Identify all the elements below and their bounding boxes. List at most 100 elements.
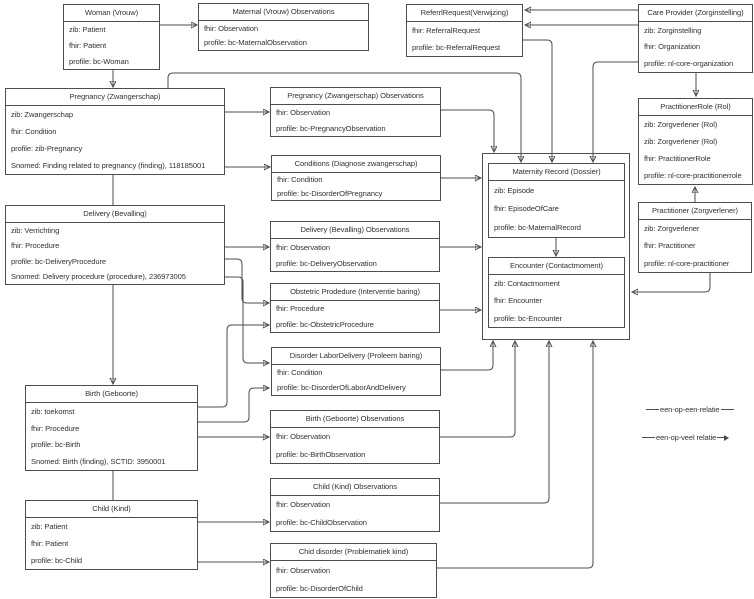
- node-woman: Woman (Vrouw) zib: Patient fhir: Patient…: [63, 4, 160, 70]
- edge-practitioner-encounter: [632, 273, 711, 292]
- node-line: zib: Zorgverlener (Rol): [644, 120, 718, 129]
- node-practitioner: Practitioner (Zorgverlener) zib: Zorgver…: [638, 202, 752, 273]
- edge-pregnancy-obs-maternity-record: [441, 109, 494, 152]
- node-line: fhir: Observation: [204, 23, 259, 33]
- node-line: fhir: Patient: [69, 40, 107, 50]
- node-title: Care Provider (Zorginstelling): [639, 5, 752, 22]
- node-line: fhir: EpisodeOfCare: [494, 204, 559, 214]
- node-line: profile: bc-ObstetricProcedure: [276, 319, 374, 329]
- node-line: fhir: Condition: [277, 175, 323, 185]
- maternity-record-container: [482, 153, 630, 340]
- node-line: profile: bc-MaternalObservation: [204, 38, 307, 48]
- node-line: fhir: Practitioner: [644, 241, 696, 251]
- legend-one-to-one-label: een-op-een-relatie: [660, 405, 720, 414]
- node-delivery: Delivery (Bevalling) zib: Verrichting fh…: [5, 205, 225, 285]
- node-line: fhir: Patient: [31, 539, 69, 548]
- edge-delivery-obstetric-procedure: [225, 258, 269, 303]
- node-birth: Birth (Geboorte) zib: toekomst fhir: Pro…: [25, 385, 198, 471]
- node-line: Snomed: Birth (finding), SCTID: 3950001: [31, 457, 166, 467]
- node-line: fhir: Observation: [276, 500, 331, 510]
- node-line: profile: bc-DeliveryProcedure: [11, 256, 107, 266]
- node-practitioner-role: PractitionerRole (Rol) zib: Zorgverlener…: [638, 98, 753, 185]
- node-title: ReferrlRequest(Verwijzing): [407, 5, 522, 22]
- node-line: fhir: Encounter: [494, 296, 542, 306]
- node-line: profile: bc-DisorderOfPregnancy: [277, 188, 383, 198]
- node-line: zib: Episode: [494, 185, 535, 195]
- node-title: Pregnancy (Zwangerschap): [6, 89, 224, 106]
- node-line: fhir: Procedure: [11, 241, 60, 251]
- node-child-obs: Child (Kind) Observations fhir: Observat…: [270, 478, 440, 532]
- node-title: PractitionerRole (Rol): [639, 99, 752, 116]
- node-line: profile: bc-DisorderOfChild: [276, 583, 363, 593]
- node-line: fhir: PractitionerRole: [644, 154, 711, 163]
- node-title: Conditions (Diagnose zwangerschap): [272, 156, 440, 173]
- edge-birth-disorder-labor: [198, 388, 269, 423]
- edge-disorder-labor-maternity-record: [441, 341, 493, 371]
- node-line: fhir: Observation: [276, 108, 331, 118]
- node-line: zib: Contactmoment: [494, 279, 560, 289]
- node-title: Child (Kind) Observations: [271, 479, 439, 496]
- node-line: fhir: ReferralRequest: [412, 26, 480, 35]
- node-maternal-obs: Maternal (Vrouw) Observations fhir: Obse…: [198, 3, 369, 51]
- legend-arrowhead-icon: [724, 434, 730, 441]
- node-line: fhir: Organization: [644, 42, 701, 52]
- node-line: fhir: Condition: [277, 368, 323, 377]
- node-line: profile: bc-Encounter: [494, 313, 562, 323]
- node-line: profile: bc-Woman: [69, 56, 129, 66]
- node-line: profile: bc-DeliveryObservation: [276, 258, 377, 268]
- legend-line-icon: [717, 437, 725, 438]
- node-title: Child (Kind): [26, 501, 197, 518]
- edge-child-obs-maternity-record: [440, 341, 549, 504]
- node-line: zib: toekomst: [31, 406, 75, 416]
- node-title: Encounter (Contactmoment): [489, 258, 624, 275]
- legend-line-icon: [642, 437, 655, 438]
- node-line: profile: bc-ChildObservation: [276, 517, 367, 527]
- node-title: Delivery (Bevalling) Observations: [271, 222, 439, 239]
- node-pregnancy-obs: Pregnancy (Zwangerschap) Observations fh…: [270, 87, 441, 137]
- node-birth-obs: Birth (Geboorte) Observations fhir: Obse…: [270, 410, 440, 464]
- node-line: zib: Zorginstelling: [644, 25, 702, 35]
- node-line: zib: Verrichting: [11, 226, 60, 236]
- node-title: Maternal (Vrouw) Observations: [199, 4, 368, 21]
- node-line: profile: bc-Birth: [31, 440, 81, 450]
- node-title: Obstetric Prodedure (Interventie baring): [271, 284, 439, 301]
- node-title: Practitioner (Zorgverlener): [639, 203, 751, 220]
- legend-one-to-one: een-op-een-relatie: [646, 405, 734, 414]
- node-delivery-obs: Delivery (Bevalling) Observations fhir: …: [270, 221, 440, 272]
- node-title: Chid disorder (Problematiek kind): [271, 544, 436, 561]
- edge-birth-obs-maternity-record: [440, 341, 515, 438]
- node-line: profile: nl-core-organization: [644, 59, 734, 69]
- node-title: Maternity Record (Dossier): [489, 164, 624, 181]
- node-line: fhir: Observation: [276, 565, 331, 575]
- node-child-disorder: Chid disorder (Problematiek kind) fhir: …: [270, 543, 437, 598]
- node-line: profile: bc-ReferralRequest: [412, 43, 501, 52]
- node-line: profile: bc-PregnancyObservation: [276, 123, 386, 133]
- node-line: fhir: Observation: [276, 432, 331, 442]
- node-line: profile: bc-BirthObservation: [276, 449, 366, 459]
- node-title: Birth (Geboorte) Observations: [271, 411, 439, 428]
- node-title: Pregnancy (Zwangerschap) Observations: [271, 88, 440, 105]
- node-title: Disorder LaborDelivery (Proleem baring): [272, 348, 440, 365]
- node-line: zib: Zorgverlener (Rol): [644, 137, 718, 146]
- node-referral-request: ReferrlRequest(Verwijzing) fhir: Referra…: [406, 4, 523, 57]
- node-line: profile: zib-Pregnancy: [11, 144, 83, 153]
- edge-birth-obstetric-procedure: [198, 325, 269, 408]
- edge-referral-maternity-record: [523, 39, 552, 162]
- node-care-provider: Care Provider (Zorginstelling) zib: Zorg…: [638, 4, 753, 73]
- node-pregnancy: Pregnancy (Zwangerschap) zib: Zwangersch…: [5, 88, 225, 175]
- node-line: Snomed: Delivery procedure (procedure), …: [11, 271, 186, 281]
- node-line: profile: bc-Child: [31, 556, 83, 565]
- node-line: fhir: Condition: [11, 127, 57, 136]
- node-line: Snomed: Finding related to pregnancy (fi…: [11, 161, 206, 170]
- node-line: fhir: Procedure: [276, 304, 325, 314]
- node-line: fhir: Procedure: [31, 423, 80, 433]
- node-title: Woman (Vrouw): [64, 5, 159, 22]
- node-disorder-labor: Disorder LaborDelivery (Proleem baring) …: [271, 347, 441, 396]
- node-line: profile: nl-core-practitionerrole: [644, 171, 742, 180]
- node-line: zib: Zwangerschap: [11, 110, 74, 119]
- legend-line-icon: [646, 409, 659, 410]
- node-encounter: Encounter (Contactmoment) zib: Contactmo…: [488, 257, 625, 328]
- node-line: zib: Zorgverlener: [644, 224, 700, 234]
